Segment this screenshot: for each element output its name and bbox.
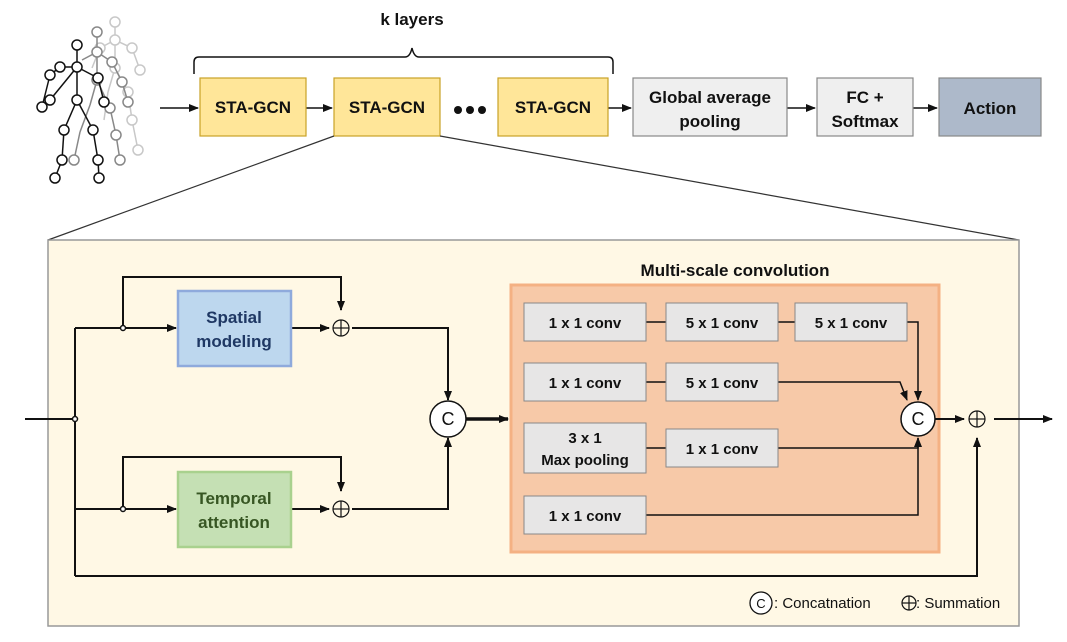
svg-text:Softmax: Softmax bbox=[831, 112, 899, 131]
global-average-pooling-block: Global average pooling bbox=[632, 77, 788, 137]
svg-text:1 x 1 conv: 1 x 1 conv bbox=[549, 508, 622, 525]
svg-text:attention: attention bbox=[198, 513, 270, 532]
svg-text:C: C bbox=[756, 596, 765, 611]
svg-text:5 x 1 conv: 5 x 1 conv bbox=[815, 315, 888, 332]
svg-text:1 x 1 conv: 1 x 1 conv bbox=[686, 441, 759, 458]
spatial-modeling-block: Spatial modeling bbox=[176, 289, 293, 368]
svg-text:STA-GCN: STA-GCN bbox=[215, 98, 291, 117]
branch1-conv-1x1: 1 x 1 conv bbox=[523, 302, 647, 342]
legend: C : Concatnation : Summation bbox=[749, 591, 1000, 615]
branch2-conv-5x1: 5 x 1 conv bbox=[665, 362, 779, 402]
svg-text:: Summation: : Summation bbox=[916, 595, 1000, 612]
svg-text:Temporal: Temporal bbox=[196, 489, 271, 508]
legend-concat-icon bbox=[749, 591, 773, 615]
action-block: Action bbox=[938, 77, 1042, 137]
zoom-line-left bbox=[47, 135, 335, 241]
fc-softmax-block: FC + Softmax bbox=[816, 77, 914, 137]
svg-text:C: C bbox=[442, 409, 455, 429]
svg-text:modeling: modeling bbox=[196, 332, 272, 351]
svg-text:3 x 1: 3 x 1 bbox=[568, 430, 601, 447]
ellipsis-dots bbox=[454, 106, 486, 114]
skeleton-icon bbox=[36, 16, 146, 184]
sta-gcn-block-k: STA-GCN bbox=[497, 77, 609, 137]
branch2-conv-1x1: 1 x 1 conv bbox=[523, 362, 647, 402]
svg-text:Action: Action bbox=[964, 99, 1017, 118]
summation-icon bbox=[968, 410, 986, 428]
svg-text:Spatial: Spatial bbox=[206, 308, 262, 327]
branch3-conv-1x1: 1 x 1 conv bbox=[665, 428, 779, 468]
sta-gcn-block-2: STA-GCN bbox=[333, 77, 441, 137]
concatenation-icon: C bbox=[429, 400, 467, 438]
branch3-max-pooling: 3 x 1 Max pooling bbox=[523, 422, 647, 474]
sta-gcn-block-1: STA-GCN bbox=[199, 77, 307, 137]
junction-dot bbox=[119, 505, 127, 513]
concatenation-icon: C bbox=[900, 401, 936, 437]
svg-text:pooling: pooling bbox=[679, 112, 740, 131]
svg-text:STA-GCN: STA-GCN bbox=[515, 98, 591, 117]
branch4-conv-1x1: 1 x 1 conv bbox=[523, 495, 647, 535]
k-layers-label: k layers bbox=[380, 10, 443, 29]
junction-dot bbox=[71, 415, 79, 423]
skeleton-dark bbox=[36, 39, 110, 184]
svg-text:5 x 1 conv: 5 x 1 conv bbox=[686, 375, 759, 392]
branch1-conv-5x1-a: 5 x 1 conv bbox=[665, 302, 779, 342]
svg-text:STA-GCN: STA-GCN bbox=[349, 98, 425, 117]
legend-sum-icon bbox=[901, 595, 917, 611]
svg-text:1 x 1 conv: 1 x 1 conv bbox=[549, 375, 622, 392]
msc-title: Multi-scale convolution bbox=[641, 261, 830, 280]
svg-text:FC +: FC + bbox=[846, 88, 883, 107]
svg-text:5 x 1 conv: 5 x 1 conv bbox=[686, 315, 759, 332]
branch1-conv-5x1-b: 5 x 1 conv bbox=[794, 302, 908, 342]
svg-text:Global average: Global average bbox=[649, 88, 771, 107]
junction-dot bbox=[119, 324, 127, 332]
zoom-line-right bbox=[439, 135, 1020, 241]
svg-text:C: C bbox=[912, 409, 925, 429]
k-layers-brace bbox=[193, 47, 614, 74]
svg-text:: Concatnation: : Concatnation bbox=[774, 595, 871, 612]
summation-icon bbox=[332, 319, 350, 337]
temporal-attention-block: Temporal attention bbox=[176, 470, 293, 549]
svg-text:1 x 1 conv: 1 x 1 conv bbox=[549, 315, 622, 332]
msc-wiring bbox=[646, 321, 922, 516]
summation-icon bbox=[332, 500, 350, 518]
detail-wiring bbox=[25, 276, 981, 577]
svg-text:Max pooling: Max pooling bbox=[541, 452, 629, 469]
